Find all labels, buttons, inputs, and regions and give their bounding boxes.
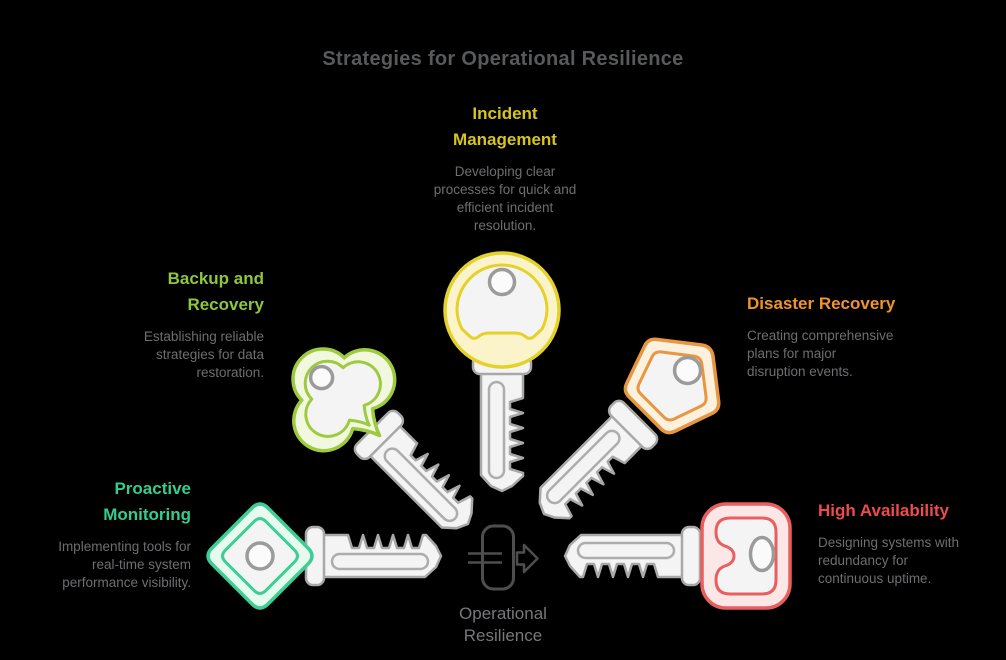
strategy-proactive-monitoring: Proactive Monitoring Implementing tools … <box>0 476 191 592</box>
key-incident-management-icon <box>443 251 561 493</box>
strategy-backup-and-recovery: Backup and Recovery Establishing reliabl… <box>24 266 264 382</box>
strategy-description: Designing systems with redundancy for co… <box>818 535 960 586</box>
strategy-high-availability: High Availability Designing systems with… <box>818 498 1006 588</box>
key-disaster-recovery-icon <box>522 337 721 536</box>
strategy-description: Creating comprehensive plans for major d… <box>747 328 894 379</box>
strategy-incident-management: Incident Management Developing clear pro… <box>385 101 625 235</box>
resilience-flow-icon <box>468 524 539 591</box>
key-proactive-monitoring-icon <box>206 502 443 610</box>
strategy-heading: Proactive Monitoring <box>103 479 191 524</box>
strategy-description: Establishing reliable strategies for dat… <box>143 329 264 380</box>
center-label: Operational Resilience <box>459 604 547 645</box>
key-backup-and-recovery-icon <box>291 347 490 546</box>
strategy-heading: High Availability <box>818 501 949 520</box>
strategy-heading: Incident Management <box>453 104 557 149</box>
key-high-availability-icon <box>563 502 792 610</box>
strategy-heading: Backup and Recovery <box>167 269 264 314</box>
page-title: Strategies for Operational Resilience <box>322 48 684 70</box>
strategy-description: Developing clear processes for quick and… <box>433 164 577 233</box>
strategy-disaster-recovery: Disaster Recovery Creating comprehensive… <box>747 291 987 381</box>
strategy-description: Implementing tools for real-time system … <box>58 539 191 590</box>
strategy-heading: Disaster Recovery <box>747 294 896 313</box>
